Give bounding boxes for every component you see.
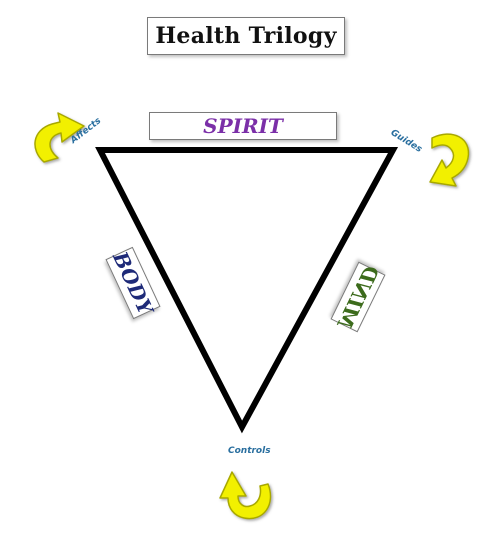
curved-arrow-down-icon [429,133,470,187]
controls-label: Controls [228,446,271,456]
spirit-label-box: SPIRIT [149,112,337,140]
curved-arrow-up-icon [219,471,272,520]
trilogy-triangle [95,147,399,434]
curved-arrow-right-icon [34,112,85,163]
title-box: Health Trilogy [147,17,345,55]
spirit-label: SPIRIT [203,114,283,138]
diagram-title: Health Trilogy [155,23,337,49]
